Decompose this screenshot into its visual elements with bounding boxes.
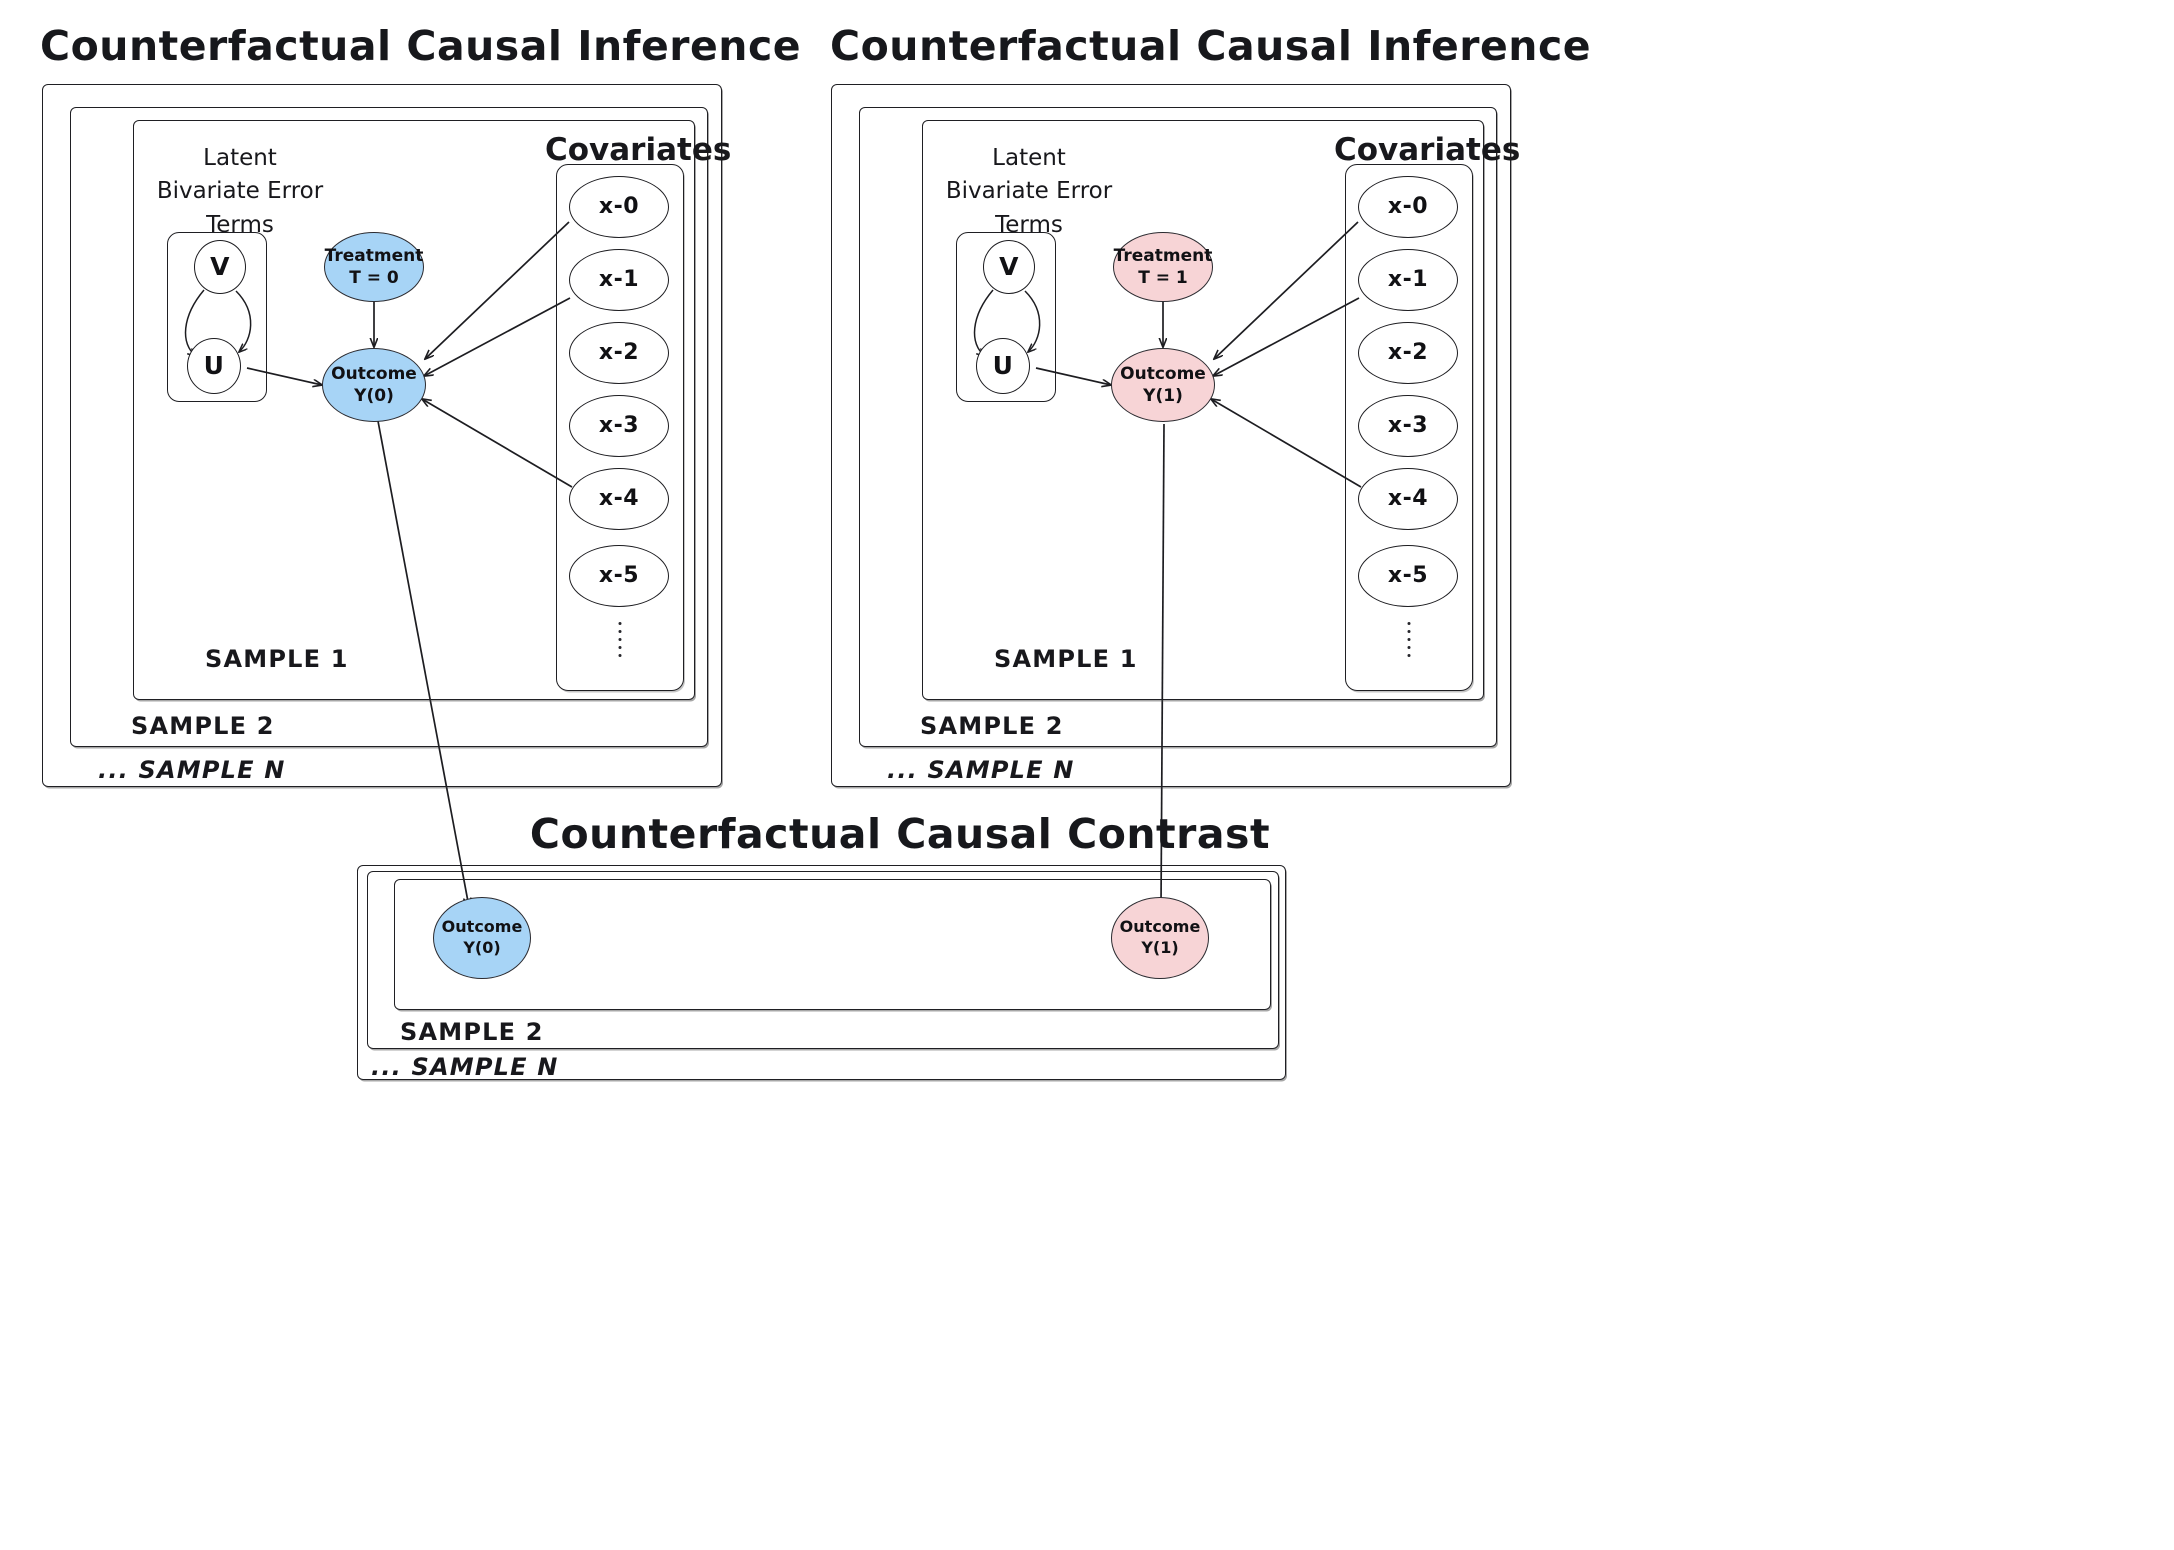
left-covariates-box <box>556 164 684 691</box>
left-covariate-x-2[interactable]: x-2 <box>569 322 669 384</box>
right-outcome-label-2: Y(1) <box>1143 386 1183 406</box>
left-outcome-label-1: Outcome <box>331 363 417 384</box>
right-covariate-x-0[interactable]: x-0 <box>1358 176 1458 238</box>
latent-caption-line-1: Latent <box>992 145 1066 171</box>
latent-caption-line-3: Terms <box>995 211 1063 238</box>
edge-outcome0-to-contrast <box>378 421 469 907</box>
edge-x1-to-outcome-left <box>424 298 570 376</box>
right-covariate-x-1[interactable]: x-1 <box>1358 249 1458 311</box>
right-sample-label-n: ... SAMPLE N <box>887 756 1075 784</box>
right-node-u[interactable]: U <box>976 338 1030 394</box>
contrast-outcome-treated-label-2: Y(1) <box>1141 938 1179 957</box>
latent-caption-line-1: Latent <box>203 145 277 171</box>
left-covariate-x-5[interactable]: x-5 <box>569 545 669 607</box>
contrast-outcome-control-label-1: Outcome <box>441 917 523 937</box>
contrast-sample-label-2: SAMPLE 2 <box>400 1018 544 1046</box>
edge-x4-to-outcome-right <box>1211 399 1361 487</box>
right-sample-n-frame <box>831 84 1511 787</box>
left-node-v[interactable]: V <box>194 240 246 294</box>
edge-u-to-outcome-right <box>1036 368 1111 385</box>
left-latent-error-box <box>167 232 267 402</box>
contrast-sample-2-frame <box>367 871 1279 1049</box>
right-sample-label-1: SAMPLE 1 <box>994 645 1138 673</box>
left-covariate-x-4[interactable]: x-4 <box>569 468 669 530</box>
right-sample-1-frame <box>922 120 1484 700</box>
left-covariate-x-3[interactable]: x-3 <box>569 395 669 457</box>
right-covariates-box <box>1345 164 1473 691</box>
left-covariate-x-1[interactable]: x-1 <box>569 249 669 311</box>
edge-x4-to-outcome-left <box>422 399 572 487</box>
left-sample-n-frame <box>42 84 722 787</box>
left-latent-caption: Latent Bivariate Error Terms <box>150 142 330 242</box>
bottom-panel-title: Counterfactual Causal Contrast <box>529 810 1271 858</box>
right-treatment-node[interactable]: Treatment T = 1 <box>1113 232 1213 302</box>
latent-caption-line-3: Terms <box>206 211 274 238</box>
edge-v-to-u-right <box>1025 291 1040 352</box>
right-panel-title: Counterfactual Causal Inference <box>830 22 1592 70</box>
contrast-sample-label-n: ... SAMPLE N <box>371 1053 559 1081</box>
right-covariate-x-4[interactable]: x-4 <box>1358 468 1458 530</box>
contrast-outcome-control-node[interactable]: Outcome Y(0) <box>433 897 531 979</box>
right-outcome-label-1: Outcome <box>1120 363 1206 384</box>
left-treatment-label-2: T = 0 <box>349 268 399 288</box>
left-sample-label-2: SAMPLE 2 <box>131 712 275 740</box>
right-covariates-caption: Covariates <box>1334 132 1521 168</box>
edge-v-to-u <box>236 291 251 352</box>
contrast-inner-frame <box>394 879 1271 1010</box>
left-covariates-ellipsis-icon <box>618 622 622 657</box>
right-covariate-x-2[interactable]: x-2 <box>1358 322 1458 384</box>
contrast-outcome-treated-label-1: Outcome <box>1119 917 1201 937</box>
right-node-v[interactable]: V <box>983 240 1035 294</box>
left-sample-label-n: ... SAMPLE N <box>98 756 286 784</box>
edge-outcome1-to-contrast <box>1161 424 1164 907</box>
left-covariate-x-0[interactable]: x-0 <box>569 176 669 238</box>
contrast-outcome-control-label-2: Y(0) <box>463 938 501 957</box>
edge-x0-to-outcome-left <box>425 222 569 359</box>
latent-caption-line-2: Bivariate Error <box>156 178 324 205</box>
left-sample-label-1: SAMPLE 1 <box>205 645 349 673</box>
left-outcome-label-2: Y(0) <box>354 386 394 406</box>
edge-x0-to-outcome-right <box>1214 222 1358 359</box>
right-sample-label-2: SAMPLE 2 <box>920 712 1064 740</box>
latent-caption-line-2: Bivariate Error <box>945 178 1113 205</box>
right-outcome-node[interactable]: Outcome Y(1) <box>1111 348 1215 422</box>
left-panel-title: Counterfactual Causal Inference <box>40 22 802 70</box>
right-latent-caption: Latent Bivariate Error Terms <box>939 142 1119 242</box>
left-sample-2-frame <box>70 107 708 747</box>
right-covariates-ellipsis-icon <box>1407 622 1411 657</box>
contrast-outcome-treated-node[interactable]: Outcome Y(1) <box>1111 897 1209 979</box>
right-latent-error-box <box>956 232 1056 402</box>
left-sample-1-frame <box>133 120 695 700</box>
left-node-u[interactable]: U <box>187 338 241 394</box>
right-sample-2-frame <box>859 107 1497 747</box>
right-treatment-label-1: Treatment <box>1113 245 1213 266</box>
right-treatment-label-2: T = 1 <box>1138 268 1188 288</box>
edge-x1-to-outcome-right <box>1213 298 1359 376</box>
contrast-sample-n-frame <box>357 865 1286 1080</box>
left-covariates-caption: Covariates <box>545 132 732 168</box>
left-treatment-node[interactable]: Treatment T = 0 <box>324 232 424 302</box>
left-treatment-label-1: Treatment <box>324 245 424 266</box>
left-outcome-node[interactable]: Outcome Y(0) <box>322 348 426 422</box>
edge-u-to-outcome-left <box>247 368 322 385</box>
right-covariate-x-5[interactable]: x-5 <box>1358 545 1458 607</box>
right-covariate-x-3[interactable]: x-3 <box>1358 395 1458 457</box>
